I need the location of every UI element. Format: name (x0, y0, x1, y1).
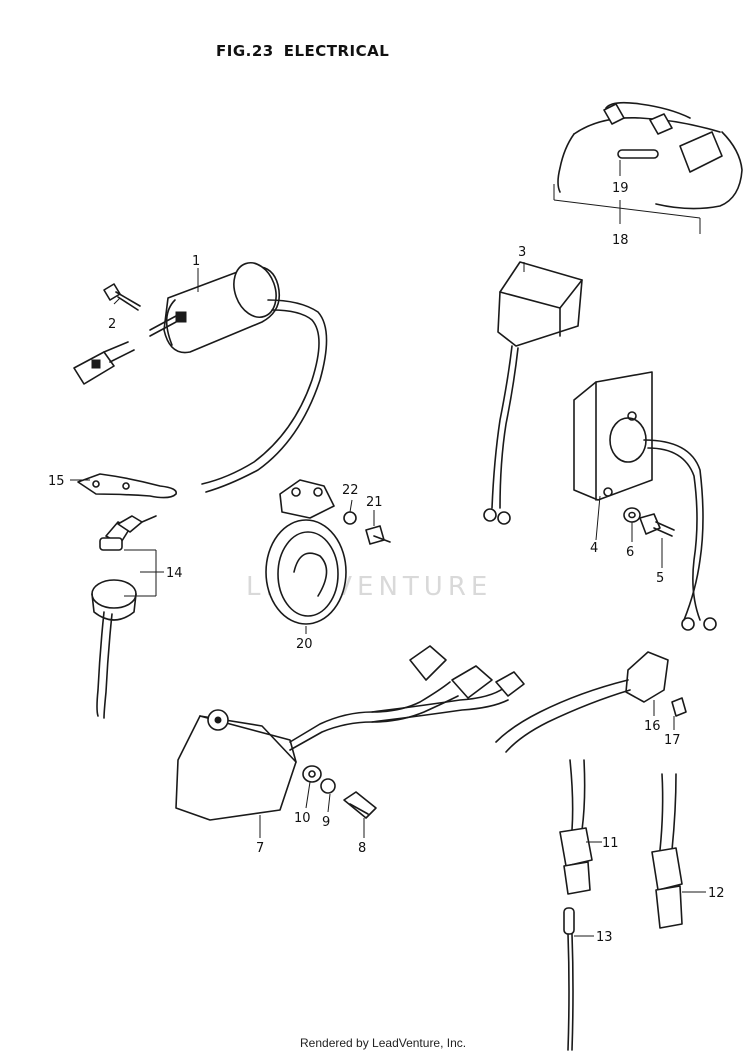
washer-10[interactable] (302, 765, 322, 783)
callout-5: 5 (656, 571, 664, 586)
callout-9: 9 (322, 815, 330, 830)
callout-3: 3 (518, 245, 526, 260)
screw-17[interactable] (671, 697, 687, 717)
bolt-5[interactable] (639, 513, 675, 537)
callout-16: 16 (644, 719, 661, 734)
callout-11: 11 (602, 836, 619, 851)
figure-name: ELECTRICAL (283, 42, 390, 60)
lock-washer-9[interactable] (320, 778, 336, 794)
bolt-21[interactable] (365, 525, 391, 545)
regulator[interactable] (573, 371, 717, 631)
callout-10: 10 (294, 811, 311, 826)
callout-15: 15 (48, 474, 65, 489)
fuse-holder[interactable] (557, 101, 743, 210)
callout-6: 6 (626, 545, 634, 560)
figure-number: FIG.23 (216, 42, 274, 60)
callout-4: 4 (590, 541, 598, 556)
junction-box[interactable] (175, 645, 525, 821)
cdi-unit[interactable] (483, 261, 583, 525)
callout-22: 22 (342, 483, 359, 498)
horn[interactable] (265, 479, 347, 625)
callout-14: 14 (166, 566, 183, 581)
callout-17: 17 (664, 733, 681, 748)
sensor-11[interactable] (559, 759, 593, 895)
coil-bolt[interactable] (103, 283, 141, 311)
callout-19: 19 (612, 181, 629, 196)
neutral-switch-wire[interactable] (495, 651, 669, 753)
washer-6[interactable] (623, 507, 641, 523)
callout-12: 12 (708, 886, 725, 901)
callout-13: 13 (596, 930, 613, 945)
ignition-switch[interactable] (91, 515, 157, 719)
sensor-12[interactable] (651, 773, 683, 929)
footer-credit: Rendered by LeadVenture, Inc. (300, 1036, 467, 1050)
figure-title: FIG.23 ELECTRICAL (216, 42, 399, 60)
cable-13[interactable] (563, 907, 575, 1051)
washer-22[interactable] (343, 511, 357, 525)
callout-1: 1 (192, 254, 200, 269)
callout-20: 20 (296, 637, 313, 652)
callouts: 1 2 3 4 5 6 7 8 9 10 11 12 13 14 15 16 1… (48, 181, 725, 945)
bolt-8[interactable] (343, 791, 377, 819)
ignition-coil[interactable] (73, 257, 328, 493)
leader-lines (70, 160, 706, 937)
callout-7: 7 (256, 841, 264, 856)
callout-21: 21 (366, 495, 383, 510)
callout-2: 2 (108, 317, 116, 332)
callout-18: 18 (612, 233, 629, 248)
callout-8: 8 (358, 841, 366, 856)
bracket[interactable] (77, 473, 177, 499)
